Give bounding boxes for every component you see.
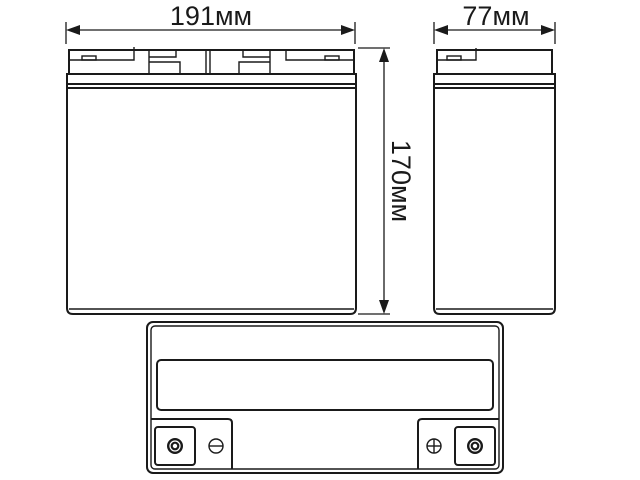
arrow-left-icon <box>66 25 80 35</box>
front-body <box>66 84 357 315</box>
front-lid-recess-left <box>69 47 135 61</box>
arrow-up-icon <box>379 48 389 62</box>
side-lid-band <box>433 73 556 85</box>
top-outer-outline <box>146 321 504 474</box>
side-lid <box>436 49 553 75</box>
dimension-depth: 77мм <box>433 1 556 44</box>
arrow-right-icon <box>341 25 355 35</box>
front-lid-band <box>66 73 357 85</box>
minus-symbol-icon <box>208 438 224 454</box>
side-vent <box>446 55 462 61</box>
front-vent-left <box>81 55 97 61</box>
right-terminal-pocket <box>417 418 499 469</box>
front-view <box>66 47 357 315</box>
front-terminal-block-right <box>238 50 271 74</box>
front-center-divider <box>205 50 211 74</box>
arrow-down-icon <box>379 300 389 314</box>
side-body <box>433 84 556 315</box>
plus-symbol-icon <box>426 438 442 454</box>
top-inner-outline <box>150 325 500 470</box>
depth-label: 77мм <box>462 1 529 31</box>
height-label: 170мм <box>386 140 416 222</box>
arrow-right-icon <box>541 25 555 35</box>
dimension-width: 191мм <box>65 1 356 44</box>
arrow-left-icon <box>434 25 448 35</box>
top-view <box>146 321 504 474</box>
negative-terminal-pad <box>154 426 196 466</box>
front-terminal-block-left <box>148 50 181 74</box>
width-label: 191мм <box>170 1 252 31</box>
front-lid <box>68 49 355 75</box>
top-label-recess <box>156 359 494 411</box>
front-vent-right <box>324 55 340 61</box>
left-terminal-pocket <box>151 418 233 469</box>
positive-terminal-pad <box>454 426 496 466</box>
side-view <box>433 48 556 315</box>
dimension-height: 170мм <box>358 47 416 315</box>
